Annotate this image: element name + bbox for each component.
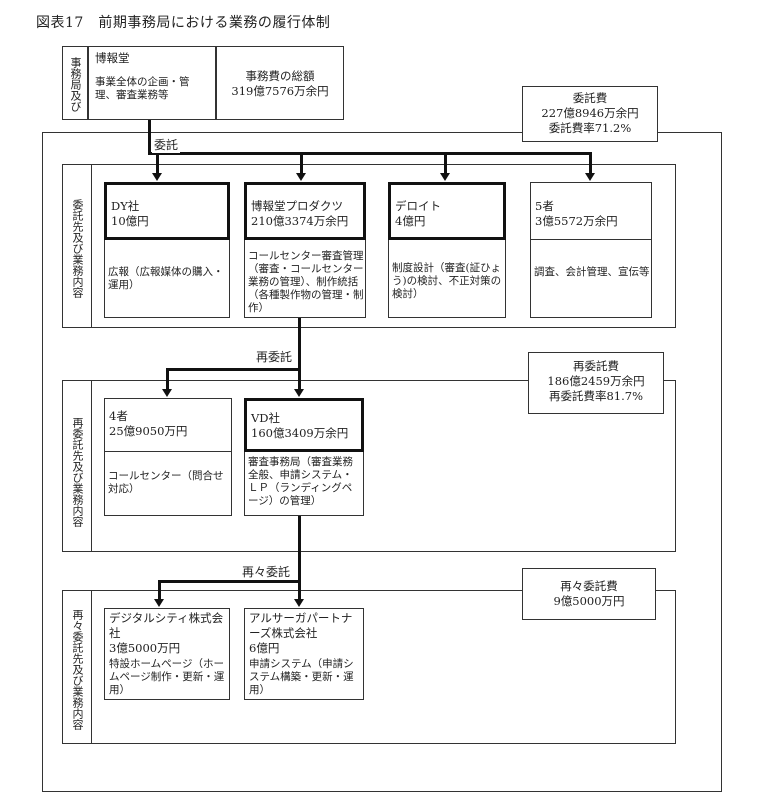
figure-title: 図表17 前期事務局における業務の履行体制 bbox=[36, 15, 331, 31]
tier3-amount-digitalcity: 3億5000万円 bbox=[109, 641, 181, 655]
saisaiitaku-trunk-line bbox=[298, 516, 301, 600]
tier2-head-vd: VD社 160億3409万余円 bbox=[244, 398, 364, 452]
resub-summary-title: 再委託費 bbox=[573, 359, 619, 373]
hakuhodo-desc: 事業全体の企画・管理、審査業務等 bbox=[95, 76, 190, 101]
section2-label: 再委託先及び業務内容 bbox=[71, 417, 84, 527]
saiitaku-label: 再委託 bbox=[254, 348, 295, 365]
tier1-amount-5sha: 3億5572万余円 bbox=[535, 214, 618, 228]
section2-label-box: 再委託先及び業務内容 bbox=[62, 380, 92, 552]
saiitaku-trunk-line bbox=[298, 318, 301, 390]
resub-summary-rate: 再委託費率81.7% bbox=[548, 389, 644, 403]
tier1-head-5sha: 5者 3億5572万余円 bbox=[530, 182, 652, 240]
tier2-desc-vd: 審査事務局（審査業務全般、申請システム・ＬＰ（ランディングページ）の管理） bbox=[248, 456, 353, 507]
top-side-label-box: 事務局及び bbox=[62, 46, 88, 120]
saisaiitaku-arrow-arsaga bbox=[294, 599, 304, 607]
saiitaku-arrow-vd bbox=[294, 389, 304, 397]
tier1-desc-5sha: 調査、会計管理、宣伝等 bbox=[534, 266, 650, 278]
saisaiitaku-label: 再々委託 bbox=[240, 563, 293, 580]
tier3-amount-arsaga: 6億円 bbox=[249, 641, 280, 655]
tier2-amount-vd: 160億3409万余円 bbox=[251, 426, 349, 440]
tier3-desc-arsaga: 申請システム（申請システム構築・更新・運用） bbox=[249, 658, 354, 696]
saiitaku-drop-4sha bbox=[166, 368, 169, 390]
tier2-amount-4sha: 25億9050万円 bbox=[109, 424, 188, 438]
tier1-desc-deloitte: 制度設計（審査(証ひょう)の検討、不正対策の検討） bbox=[392, 262, 502, 300]
itaku-drop-dy bbox=[156, 152, 159, 174]
tier1-name-deloitte: デロイト bbox=[395, 199, 441, 213]
hakuhodo-box: 博報堂 事業全体の企画・管理、審査業務等 bbox=[88, 46, 216, 120]
tier2-desc-4sha: コールセンター（問合せ対応） bbox=[108, 470, 224, 495]
tier1-name-hpro: 博報堂プロダクツ bbox=[251, 199, 343, 213]
tier1-desc-hpro: コールセンター審査管理（審査・コールセンター業務の管理）、制作統括（各種製作物の… bbox=[248, 250, 364, 314]
tier3-desc-digitalcity: 特設ホームページ（ホームページ制作・更新・運用） bbox=[109, 658, 225, 696]
itaku-trunk-line bbox=[148, 120, 151, 154]
tier3-name-arsaga: アルサーガパートナーズ株式会社 bbox=[249, 611, 353, 640]
tier1-amount-hpro: 210億3374万余円 bbox=[251, 214, 349, 228]
itaku-arrow-5sha bbox=[585, 173, 595, 181]
top-side-label: 事務局及び bbox=[69, 56, 82, 112]
reresub-summary-title: 再々委託費 bbox=[560, 579, 618, 593]
total-cost-box: 事務費の総額 319億7576万余円 bbox=[216, 46, 344, 120]
outsource-summary-amount: 227億8946万余円 bbox=[541, 106, 639, 120]
saisaiitaku-drop-digitalcity bbox=[158, 580, 161, 600]
itaku-drop-hpro bbox=[300, 152, 303, 174]
section1-label: 委託先及び業務内容 bbox=[71, 198, 84, 298]
outer-frame bbox=[42, 132, 722, 792]
saiitaku-horizontal-line bbox=[166, 368, 301, 371]
tier2-head-4sha: 4者 25億9050万円 bbox=[104, 398, 232, 452]
tier1-head-hpro: 博報堂プロダクツ 210億3374万余円 bbox=[244, 182, 366, 240]
outsource-summary-rate: 委託費率71.2% bbox=[548, 121, 632, 135]
itaku-drop-deloitte bbox=[444, 152, 447, 174]
itaku-arrow-hpro bbox=[296, 173, 306, 181]
resub-summary-amount: 186億2459万余円 bbox=[547, 374, 645, 388]
saiitaku-arrow-4sha bbox=[162, 389, 172, 397]
resub-summary-box: 再委託費 186億2459万余円 再委託費率81.7% bbox=[528, 352, 664, 414]
section3-label-box: 再々委託先及び業務内容 bbox=[62, 590, 92, 744]
tier1-amount-deloitte: 4億円 bbox=[395, 214, 426, 228]
section1-label-box: 委託先及び業務内容 bbox=[62, 164, 92, 328]
reresub-summary-box: 再々委託費 9億5000万円 bbox=[522, 568, 656, 620]
tier1-name-5sha: 5者 bbox=[535, 199, 554, 213]
section3-label: 再々委託先及び業務内容 bbox=[71, 608, 84, 730]
tier3-name-digitalcity: デジタルシティ株式会社 bbox=[109, 611, 224, 640]
itaku-arrow-dy bbox=[152, 173, 162, 181]
itaku-label: 委託 bbox=[152, 136, 181, 153]
saisaiitaku-horizontal-line bbox=[158, 580, 301, 583]
tier2-name-vd: VD社 bbox=[251, 411, 281, 425]
outsource-summary-box: 委託費 227億8946万余円 委託費率71.2% bbox=[522, 86, 658, 142]
total-cost-label: 事務費の総額 bbox=[245, 69, 315, 83]
itaku-drop-5sha bbox=[589, 152, 592, 174]
tier3-box-arsaga: アルサーガパートナーズ株式会社 6億円 申請システム（申請システム構築・更新・運… bbox=[244, 608, 364, 700]
tier1-desc-dy: 広報（広報媒体の購入・運用） bbox=[108, 266, 224, 291]
hakuhodo-name: 博報堂 bbox=[95, 51, 130, 65]
tier1-head-dy: DY社 10億円 bbox=[104, 182, 230, 240]
tier1-name-dy: DY社 bbox=[111, 199, 140, 213]
total-cost-value: 319億7576万余円 bbox=[231, 84, 329, 98]
tier2-name-4sha: 4者 bbox=[109, 409, 128, 423]
itaku-horizontal-line bbox=[148, 152, 592, 155]
itaku-arrow-deloitte bbox=[440, 173, 450, 181]
tier3-box-digitalcity: デジタルシティ株式会社 3億5000万円 特設ホームページ（ホームページ制作・更… bbox=[104, 608, 230, 700]
saisaiitaku-arrow-digitalcity bbox=[154, 599, 164, 607]
tier1-head-deloitte: デロイト 4億円 bbox=[388, 182, 506, 240]
outsource-summary-title: 委託費 bbox=[572, 91, 608, 105]
reresub-summary-amount: 9億5000万円 bbox=[553, 594, 625, 608]
tier1-amount-dy: 10億円 bbox=[111, 214, 149, 228]
